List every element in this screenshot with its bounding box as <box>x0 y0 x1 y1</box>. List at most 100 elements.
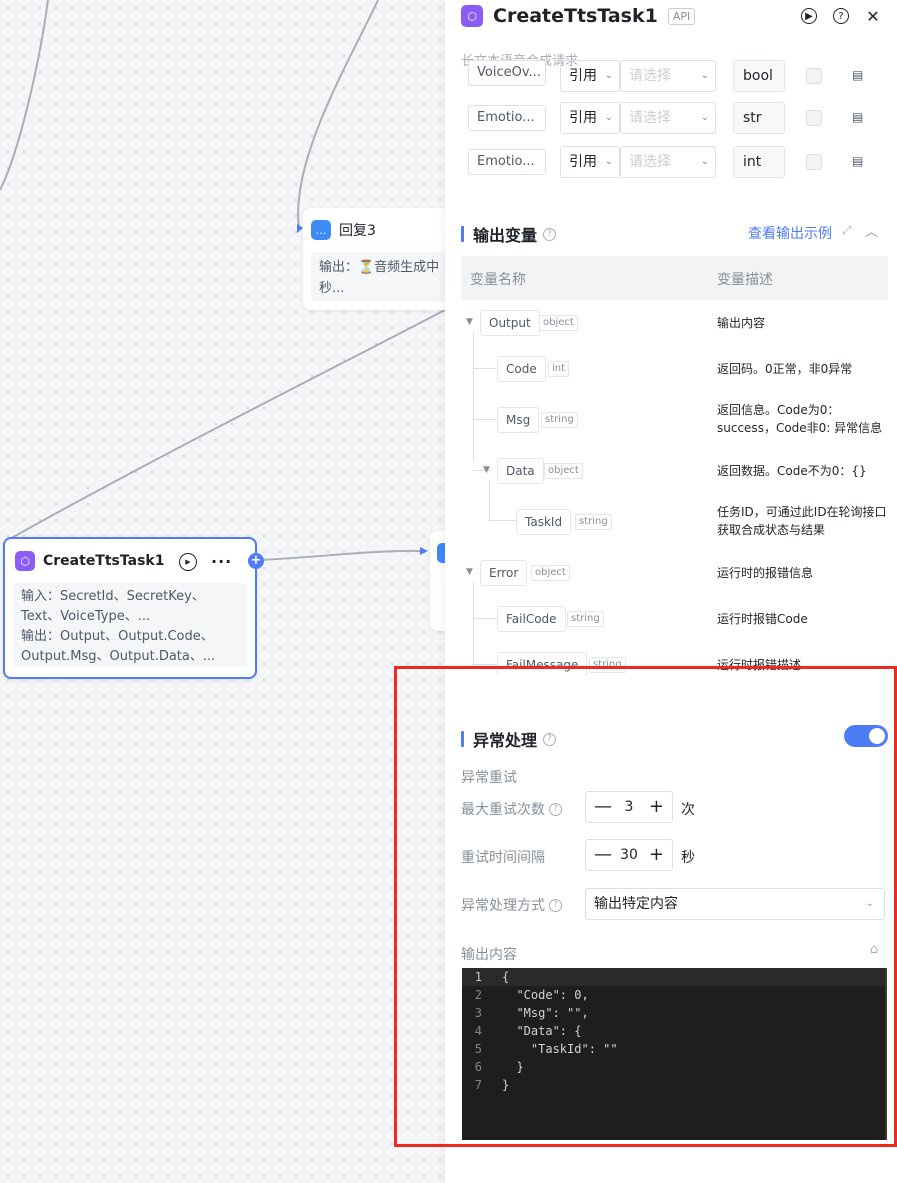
decrement-button[interactable]: — <box>594 796 612 817</box>
param-type: bool <box>733 60 785 92</box>
var-type: object <box>531 565 570 581</box>
var-desc: 返回信息。Code为0：success，Code非0: 异常信息 <box>717 403 883 435</box>
var-type: object <box>544 463 583 479</box>
tree-line <box>473 332 474 462</box>
help-icon[interactable]: ? <box>549 802 562 816</box>
api-cube-icon: ⬡ <box>15 551 35 571</box>
run-node-icon[interactable]: ▶ <box>179 552 197 571</box>
collapse-caret-icon[interactable]: ▼ <box>483 465 490 475</box>
stepper-value: 30 <box>620 847 638 863</box>
fade-mask <box>445 676 897 706</box>
ref-select[interactable]: 引用⌄ <box>560 60 620 92</box>
var-type: string <box>589 657 626 673</box>
var-name: Output <box>480 310 540 336</box>
code-line: } <box>502 1078 510 1092</box>
value-select[interactable]: 请选择⌄ <box>620 102 716 134</box>
output-section-title: 输出变量 ? <box>461 222 557 246</box>
var-desc: 任务ID，可通过此ID在轮询接口获取合成状态与结果 <box>717 505 887 537</box>
var-type: string <box>567 611 604 627</box>
tree-line <box>489 520 517 521</box>
param-name: Emotio... <box>468 149 546 175</box>
code-line: "TaskId": "" <box>502 1042 618 1056</box>
tts-node-inputs: 输入：SecretId、SecretKey、Text、VoiceType、... <box>21 589 205 624</box>
table-row: FailMessage string 运行时报错描述 <box>461 652 888 676</box>
reply-node[interactable]: … 回复3 输出：⏳音频生成中秒... <box>303 208 463 310</box>
code-line: "Code": 0, <box>502 988 589 1002</box>
error-section-title: 异常处理 ? <box>461 727 557 751</box>
help-icon[interactable]: ? <box>549 898 562 912</box>
more-options-icon[interactable]: ··· <box>211 552 233 571</box>
help-icon[interactable]: ? <box>833 8 849 24</box>
var-desc: 输出内容 <box>717 316 766 330</box>
reply-node-title: 回复3 <box>339 223 376 239</box>
value-select[interactable]: 请选择⌄ <box>620 60 716 92</box>
collapse-icon[interactable]: ︿ <box>865 225 879 240</box>
value-select[interactable]: 请选择⌄ <box>620 146 716 178</box>
output-table-header: 变量名称 变量描述 <box>461 256 888 300</box>
tree-line <box>473 470 491 471</box>
var-name: Msg <box>497 407 540 433</box>
code-line: "Msg": "", <box>502 1006 589 1020</box>
var-desc: 运行时报错Code <box>717 612 808 626</box>
collapse-caret-icon[interactable]: ▼ <box>466 317 473 327</box>
code-editor[interactable]: 1 2 3 4 5 6 7 { "Code": 0, "Msg": "", "D… <box>462 968 887 1140</box>
doc-icon[interactable]: ▤ <box>852 68 864 82</box>
add-node-icon[interactable]: + <box>248 553 264 569</box>
code-line: { <box>502 970 510 984</box>
node-config-panel: ⬡ CreateTtsTask1 API ▶ ? ✕ 长文本语音合成请求 Voi… <box>445 0 897 1183</box>
ref-select[interactable]: 引用⌄ <box>560 102 620 134</box>
run-icon[interactable]: ▶ <box>801 8 817 24</box>
var-type: int <box>548 361 570 377</box>
view-output-example-link[interactable]: 查看输出示例 <box>748 226 832 242</box>
tree-line <box>473 368 497 369</box>
error-mode-select[interactable]: 输出特定内容 ⌄ <box>585 888 885 920</box>
tree-line <box>473 618 497 619</box>
interval-stepper[interactable]: — 30 + <box>585 839 673 871</box>
increment-button[interactable]: + <box>648 844 664 865</box>
tts-node-body: 输入：SecretId、SecretKey、Text、VoiceType、...… <box>13 583 247 667</box>
col-desc-header: 变量描述 <box>717 272 773 288</box>
chevron-down-icon: ⌄ <box>865 898 874 909</box>
increment-button[interactable]: + <box>648 796 664 817</box>
var-type: string <box>541 412 578 428</box>
input-row: Emotio... 引用⌄ 请选择⌄ int ▤ <box>468 146 888 178</box>
var-desc: 返回码。0正常，非0异常 <box>717 362 853 376</box>
col-name-header: 变量名称 <box>470 272 526 288</box>
doc-icon[interactable]: ▤ <box>852 110 864 124</box>
tts-node[interactable]: ⬡ CreateTtsTask1 ▶ ··· 输入：SecretId、Secre… <box>3 537 264 679</box>
input-row: VoiceOv... 引用⌄ 请选择⌄ bool ▤ <box>468 60 888 92</box>
required-checkbox[interactable] <box>806 110 822 126</box>
max-retry-label: 最大重试次数 ? <box>461 799 562 819</box>
max-retry-stepper[interactable]: — 3 + <box>585 791 673 823</box>
collapse-caret-icon[interactable]: ▼ <box>466 567 473 577</box>
output-content-label: 输出内容 <box>461 947 517 963</box>
close-icon[interactable]: ✕ <box>866 6 880 26</box>
var-name: TaskId <box>516 509 572 535</box>
help-icon[interactable]: ? <box>543 732 557 746</box>
var-name: FailCode <box>497 606 566 632</box>
decrement-button[interactable]: — <box>594 844 612 865</box>
help-icon[interactable]: ? <box>543 227 557 241</box>
var-type: string <box>575 514 612 530</box>
doc-icon[interactable]: ▤ <box>852 154 864 168</box>
var-name: Code <box>497 356 546 382</box>
scrollbar[interactable] <box>885 968 887 1140</box>
tts-node-title: CreateTtsTask1 <box>43 553 165 569</box>
expand-icon[interactable]: ⤢ <box>842 223 852 237</box>
required-checkbox[interactable] <box>806 68 822 84</box>
interval-label: 重试时间间隔 <box>461 850 545 866</box>
clear-icon[interactable]: ⌂ <box>870 942 879 957</box>
ref-select[interactable]: 引用⌄ <box>560 146 620 178</box>
required-checkbox[interactable] <box>806 154 822 170</box>
api-tag: API <box>667 7 696 25</box>
param-name: VoiceOv... <box>468 60 546 86</box>
api-cube-icon: ⬡ <box>461 5 483 27</box>
var-desc: 运行时的报错信息 <box>717 566 814 580</box>
highlight-box <box>394 666 897 1147</box>
panel-title: CreateTtsTask1 <box>493 5 658 27</box>
interval-unit: 秒 <box>681 850 695 866</box>
input-row: Emotio... 引用⌄ 请选择⌄ str ▤ <box>468 102 888 134</box>
tree-line <box>473 582 474 666</box>
error-handling-toggle[interactable] <box>844 725 888 747</box>
